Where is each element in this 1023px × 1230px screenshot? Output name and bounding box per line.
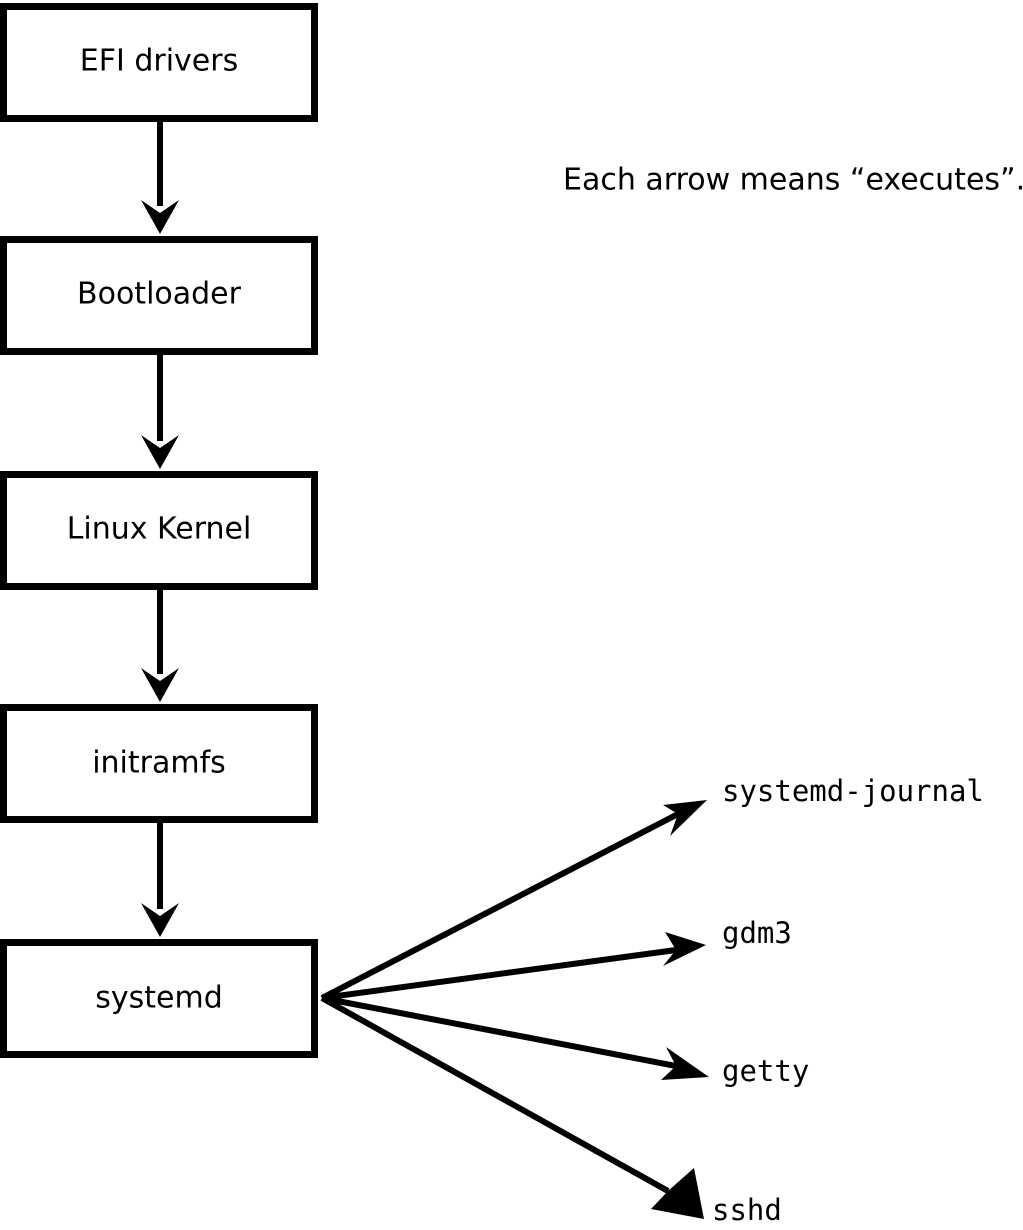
service-label-gdm3[interactable]: gdm3 <box>722 916 792 950</box>
boot-chain-group: EFI drivers Bootloader Linux Kernel init… <box>0 3 318 1058</box>
node-bootloader[interactable]: Bootloader <box>0 236 318 355</box>
arrow-initramfs-to-systemd <box>141 820 179 937</box>
arrow-head-down-icon <box>141 200 179 234</box>
arrow-systemd-to-systemd-journal <box>320 800 707 1001</box>
services-labels-group: systemd-journal gdm3 getty sshd <box>712 774 984 1227</box>
linux-kernel-box[interactable] <box>0 471 318 590</box>
arrow-head-down-icon <box>141 668 179 702</box>
arrow-systemd-to-gdm3 <box>321 932 706 1001</box>
service-label-getty[interactable]: getty <box>722 1054 809 1088</box>
efi-drivers-box[interactable] <box>0 3 318 122</box>
arrow-bootloader-to-linux-kernel <box>141 352 179 469</box>
arrow-head-icon <box>651 1168 704 1219</box>
arrow-linux-kernel-to-initramfs <box>141 587 179 702</box>
bootloader-label: Bootloader <box>77 277 242 312</box>
legend-group: Each arrow means “executes”. <box>563 163 1023 198</box>
efi-drivers-label: EFI drivers <box>80 44 238 79</box>
legend-text: Each arrow means “executes”. <box>563 163 1023 198</box>
arrow-systemd-to-getty <box>321 995 709 1080</box>
linux-kernel-label: Linux Kernel <box>67 512 252 547</box>
node-initramfs[interactable]: initramfs <box>0 704 318 823</box>
arrow-efi-drivers-to-bootloader <box>141 119 179 234</box>
arrow-head-down-icon <box>141 435 179 469</box>
node-systemd[interactable]: systemd <box>0 939 318 1058</box>
systemd-label: systemd <box>95 981 223 1016</box>
arrow-systemd-to-sshd <box>320 995 704 1219</box>
service-label-systemd-journal[interactable]: systemd-journal <box>722 774 984 808</box>
node-efi-drivers[interactable]: EFI drivers <box>0 3 318 122</box>
initramfs-box[interactable] <box>0 704 318 823</box>
bootloader-box[interactable] <box>0 236 318 355</box>
initramfs-label: initramfs <box>92 746 226 781</box>
arrow-head-icon <box>663 800 707 836</box>
boot-chain-arrows <box>141 119 179 937</box>
service-label-sshd[interactable]: sshd <box>712 1193 782 1227</box>
systemd-box[interactable] <box>0 939 318 1058</box>
arrow-head-icon <box>661 1047 709 1080</box>
services-arrows-group <box>320 800 709 1219</box>
arrow-head-icon <box>663 932 706 966</box>
arrow-head-down-icon <box>141 903 179 937</box>
node-linux-kernel[interactable]: Linux Kernel <box>0 471 318 590</box>
